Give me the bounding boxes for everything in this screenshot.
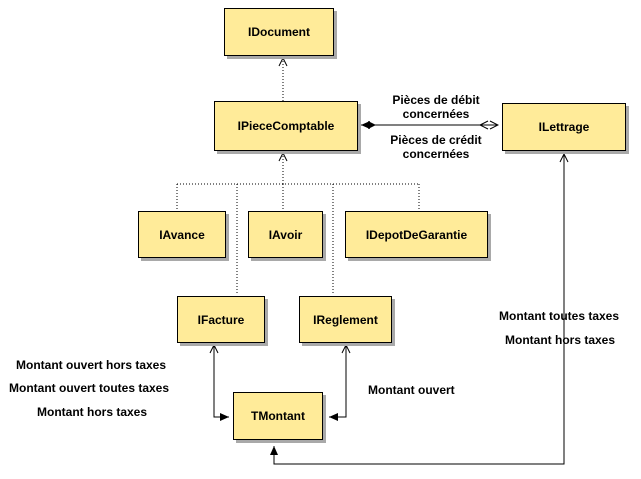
inherit-piece-arrowhead bbox=[278, 151, 288, 162]
assoc-reglement-tmontant bbox=[329, 345, 347, 421]
label-reglement-1: Montant ouvert bbox=[368, 383, 455, 397]
node-iavoir[interactable]: IAvoir bbox=[248, 211, 323, 258]
label-credit-line1: Pièces de crédit bbox=[390, 133, 482, 147]
node-ipiececomptable[interactable]: IPieceComptable bbox=[214, 101, 358, 151]
node-idepotdegarantie[interactable]: IDepotDeGarantie bbox=[345, 211, 488, 258]
node-ilettrage[interactable]: ILettrage bbox=[502, 103, 626, 151]
assoc-facture-tmontant bbox=[213, 345, 229, 421]
assoc-lettrage-tmontant bbox=[270, 154, 565, 465]
node-ireglement[interactable]: IReglement bbox=[299, 296, 392, 343]
assoc-credit-open-head bbox=[478, 120, 489, 130]
label-debit-line1: Pièces de débit bbox=[392, 93, 480, 107]
label-lettrage-1: Montant toutes taxes bbox=[499, 309, 620, 323]
label-facture-3: Montant hors taxes bbox=[37, 405, 148, 419]
label-debit-line2: concernées bbox=[402, 107, 470, 121]
label-lettrage-2: Montant hors taxes bbox=[505, 333, 616, 347]
assoc-reglement-arrowhead bbox=[341, 343, 351, 354]
label-facture-2: Montant ouvert toutes taxes bbox=[9, 381, 170, 395]
label-debit: Pièces de débit concernées bbox=[376, 93, 496, 121]
label-facture-1: Montant ouvert hors taxes bbox=[16, 358, 167, 372]
inherit-tree-lines bbox=[176, 153, 420, 294]
assoc-credit-arrowhead bbox=[368, 121, 376, 129]
assoc-lettrage-arrowhead bbox=[559, 152, 569, 163]
label-credit: Pièces de crédit concernées bbox=[374, 133, 498, 161]
label-credit-line2: concernées bbox=[402, 147, 470, 161]
assoc-facture-arrowhead bbox=[209, 343, 219, 354]
node-idocument[interactable]: IDocument bbox=[224, 8, 334, 56]
node-tmontant[interactable]: TMontant bbox=[233, 392, 323, 440]
node-iavance[interactable]: IAvance bbox=[138, 211, 226, 258]
node-ifacture[interactable]: IFacture bbox=[177, 296, 265, 343]
